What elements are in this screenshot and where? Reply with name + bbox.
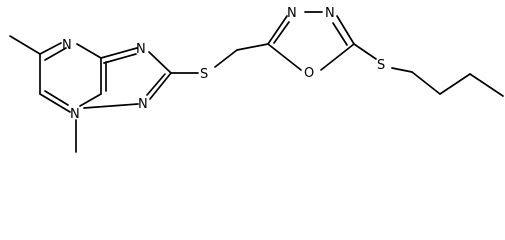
pyrimidine-ring bbox=[39, 42, 107, 113]
atom-label-s: S bbox=[377, 58, 385, 73]
methyl-bond-top bbox=[9, 35, 41, 55]
bond bbox=[76, 43, 102, 59]
bond bbox=[149, 72, 172, 100]
bond bbox=[39, 42, 62, 55]
bond bbox=[44, 47, 67, 61]
triazole-ring bbox=[83, 47, 172, 109]
bond bbox=[39, 93, 71, 113]
bond bbox=[439, 73, 471, 95]
bond bbox=[353, 43, 377, 60]
oxadiazole-ring bbox=[267, 11, 355, 71]
atom-label-n: N bbox=[325, 6, 335, 21]
atom-label-n: N bbox=[136, 42, 146, 57]
atom-label-n: N bbox=[138, 97, 148, 112]
bond bbox=[44, 90, 69, 106]
atom-label-n: N bbox=[62, 38, 72, 53]
bond bbox=[411, 71, 441, 95]
atom-label-o: O bbox=[304, 66, 314, 81]
bond bbox=[103, 53, 137, 64]
bond bbox=[100, 47, 138, 59]
bond bbox=[148, 51, 172, 74]
bond bbox=[391, 67, 413, 73]
bond bbox=[267, 43, 302, 71]
bond bbox=[83, 103, 139, 109]
bond bbox=[146, 73, 166, 96]
bond bbox=[336, 15, 355, 45]
bond bbox=[214, 49, 238, 68]
bond bbox=[236, 43, 269, 51]
atom-label-n: N bbox=[70, 107, 80, 122]
bond bbox=[469, 73, 504, 97]
bond bbox=[267, 15, 288, 45]
bond bbox=[332, 22, 348, 46]
atom-label-n: N bbox=[287, 6, 297, 21]
bond bbox=[273, 21, 290, 44]
bond bbox=[320, 43, 355, 71]
bond bbox=[79, 93, 102, 107]
atom-label-s: S bbox=[200, 67, 208, 82]
molecule-structure: N N N N S N N O S bbox=[9, 6, 504, 153]
